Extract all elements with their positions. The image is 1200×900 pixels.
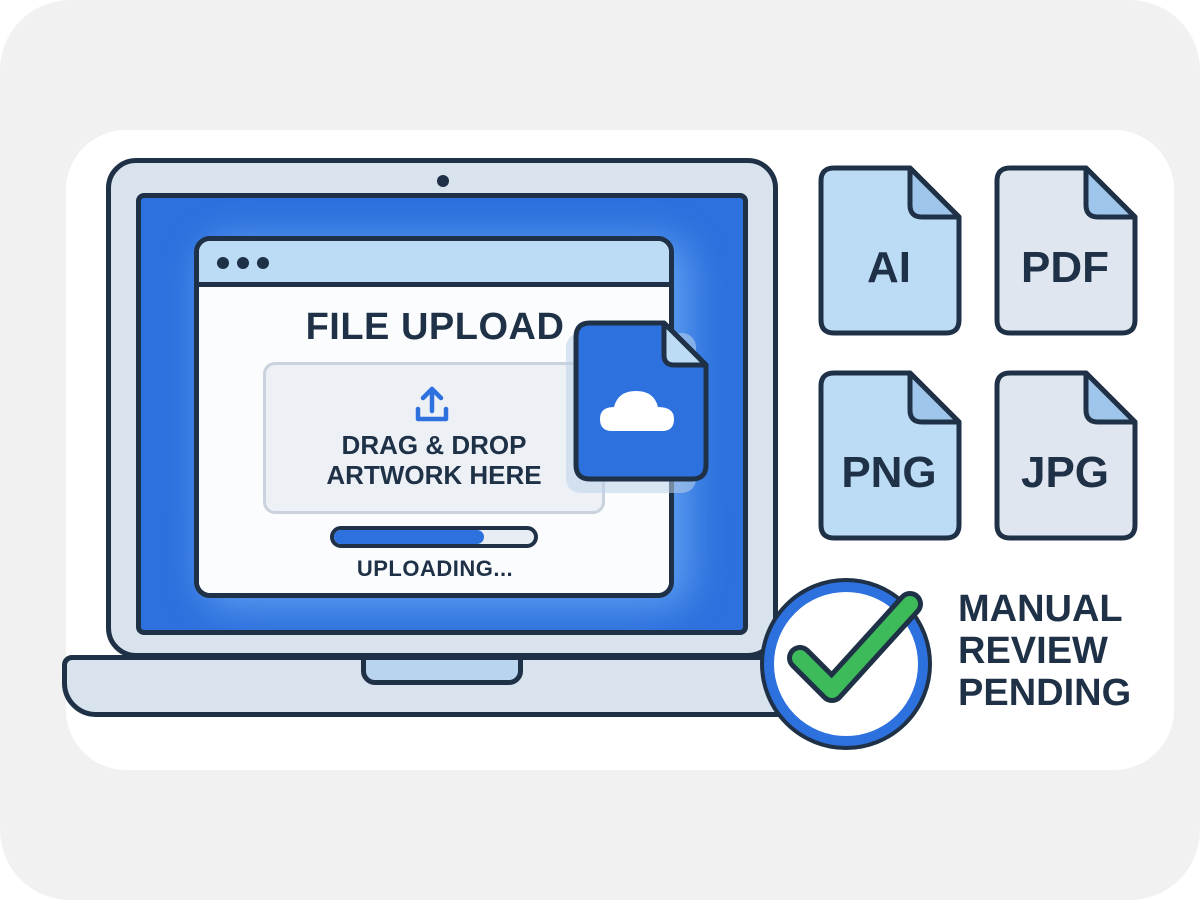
review-line: PENDING	[958, 672, 1132, 714]
laptop-notch	[361, 655, 523, 685]
laptop-camera	[437, 175, 449, 187]
format-label: JPG	[1020, 448, 1110, 497]
drop-zone[interactable]	[263, 362, 605, 514]
format-label: PNG	[841, 448, 937, 497]
document-icon	[818, 370, 962, 541]
window-title-bar	[199, 241, 669, 287]
format-label: PDF	[1021, 243, 1109, 292]
document-icon	[994, 370, 1138, 541]
format-card-jpg: JPG	[994, 370, 1144, 541]
format-card-ai: AI	[818, 165, 968, 336]
document-icon	[818, 165, 962, 336]
format-card-pdf: PDF	[994, 165, 1144, 336]
format-label: AI	[867, 243, 911, 292]
document-icon	[994, 165, 1138, 336]
review-status: MANUAL REVIEW PENDING	[958, 588, 1158, 714]
format-card-png: PNG	[818, 370, 968, 541]
upload-status: UPLOADING...	[356, 556, 514, 581]
upload-progress-bar	[330, 526, 538, 548]
check-icon	[760, 578, 932, 750]
review-line: REVIEW	[958, 630, 1108, 672]
upload-arrow-icon	[415, 386, 449, 422]
page-title: FILE UPLOAD	[305, 306, 565, 348]
review-line: MANUAL	[958, 588, 1123, 630]
window-dot-icon	[257, 257, 269, 269]
drop-zone-line: ARTWORK HERE	[326, 460, 542, 490]
drop-zone-line: DRAG & DROP	[341, 430, 527, 460]
window-dot-icon	[237, 257, 249, 269]
window-dot-icon	[217, 257, 229, 269]
progress-fill	[334, 530, 484, 544]
cloud-file-icon	[566, 320, 709, 493]
drop-zone-label: DRAG & DROP ARTWORK HERE	[263, 430, 605, 490]
